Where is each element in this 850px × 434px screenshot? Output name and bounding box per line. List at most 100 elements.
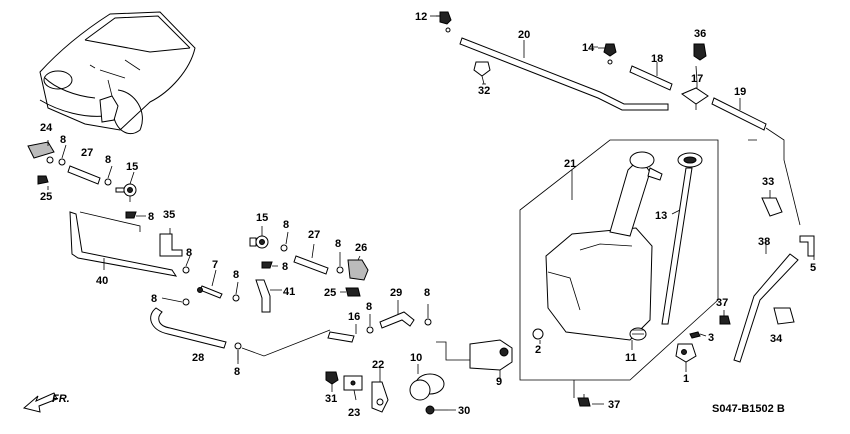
callout-33: 33 <box>762 176 774 188</box>
joint-5 <box>799 235 815 257</box>
callout-20: 20 <box>518 29 530 41</box>
clip-8f <box>261 261 273 269</box>
clip-8a <box>58 158 66 166</box>
pump-9 <box>436 339 513 378</box>
callout-8k: 8 <box>366 301 372 313</box>
hose-29 <box>379 311 415 329</box>
callout-14: 14 <box>582 42 595 54</box>
hose-19 <box>711 97 767 131</box>
front-label: FR. <box>52 393 70 405</box>
hose-20 <box>459 37 669 111</box>
callout-19: 19 <box>734 86 746 98</box>
callout-34: 34 <box>770 333 783 345</box>
car-front-illustration <box>39 11 196 134</box>
clip-8j <box>234 342 242 350</box>
callout-2: 2 <box>535 344 541 356</box>
callout-16: 16 <box>348 311 360 323</box>
filler-cap-13 <box>661 152 703 325</box>
tank-outline-box <box>519 139 719 381</box>
nut-31 <box>325 371 339 385</box>
bolt-37a <box>719 315 731 325</box>
clip-8d <box>182 266 190 274</box>
callout-3: 3 <box>708 332 714 344</box>
callout-27b: 27 <box>308 229 320 241</box>
bolt-30 <box>425 405 448 415</box>
hose-27b <box>293 255 329 275</box>
nozzle-24 <box>27 141 55 164</box>
callout-25b: 25 <box>324 287 336 299</box>
callout-5: 5 <box>810 262 816 274</box>
bracket-23 <box>343 375 363 391</box>
clip-8c <box>125 211 137 219</box>
diagram-code: S047-B1502 B <box>712 403 785 415</box>
clip-25b <box>345 287 361 297</box>
bolt-37b <box>577 394 591 407</box>
callout-21: 21 <box>564 158 576 170</box>
callout-18: 18 <box>651 53 663 65</box>
callout-numbers: 12 20 14 18 36 32 17 19 24 8 27 8 15 25 … <box>40 11 816 419</box>
callout-8h: 8 <box>233 269 239 281</box>
cap-11 <box>629 327 647 341</box>
callout-28: 28 <box>192 352 204 364</box>
clip-8l <box>424 318 432 326</box>
hose-38 <box>733 253 799 363</box>
grommet-2 <box>532 328 544 340</box>
callout-27a: 27 <box>81 147 93 159</box>
bracket-35 <box>159 233 183 257</box>
nozzle-12 <box>430 11 452 33</box>
hose-40 <box>69 211 178 277</box>
strap-22 <box>371 381 389 413</box>
hose-28 <box>150 307 227 349</box>
callout-8a: 8 <box>60 134 66 146</box>
callout-25a: 25 <box>40 191 52 203</box>
callout-17: 17 <box>691 73 703 85</box>
washer-tank-21 <box>545 151 663 341</box>
hose-41 <box>255 279 271 313</box>
callout-31: 31 <box>325 393 337 405</box>
callout-35: 35 <box>163 209 175 221</box>
callout-24: 24 <box>40 122 53 134</box>
callout-37a: 37 <box>716 297 728 309</box>
callout-29: 29 <box>390 287 402 299</box>
callout-10: 10 <box>410 352 422 364</box>
clip-8h <box>232 294 240 302</box>
callout-8i: 8 <box>151 293 157 305</box>
clip-8k <box>366 326 374 334</box>
callout-8g: 8 <box>335 238 341 250</box>
clip-8b <box>104 178 112 186</box>
callout-41: 41 <box>283 286 295 298</box>
valve-26 <box>347 259 369 281</box>
callout-13: 13 <box>655 210 667 222</box>
seal-10 <box>409 373 445 401</box>
clip-36 <box>693 43 707 61</box>
callout-7: 7 <box>212 259 218 271</box>
callout-1: 1 <box>683 373 689 385</box>
callout-8c: 8 <box>148 211 154 223</box>
callout-32: 32 <box>478 85 490 97</box>
joint-17 <box>680 82 709 110</box>
joint-7 <box>197 285 223 299</box>
callout-8e: 8 <box>283 219 289 231</box>
grommet-32 <box>473 61 491 85</box>
valve-15b <box>249 235 269 249</box>
callout-36: 36 <box>694 28 706 40</box>
callout-26: 26 <box>355 242 367 254</box>
callout-15a: 15 <box>126 161 138 173</box>
callout-8j: 8 <box>234 366 240 378</box>
clip-8i <box>182 298 190 306</box>
hose-27a <box>67 165 101 185</box>
clip-8e <box>280 244 288 252</box>
callout-8f: 8 <box>282 261 288 273</box>
callout-15b: 15 <box>256 212 268 224</box>
callout-22: 22 <box>372 359 384 371</box>
callout-38: 38 <box>758 236 770 248</box>
callout-30: 30 <box>458 405 470 417</box>
callout-8l: 8 <box>424 287 430 299</box>
callout-8b: 8 <box>105 154 111 166</box>
callout-9: 9 <box>496 376 502 388</box>
callout-12: 12 <box>415 11 427 23</box>
callout-37b: 37 <box>608 399 620 411</box>
clip-25a <box>37 175 49 185</box>
leader-lines <box>47 15 815 411</box>
